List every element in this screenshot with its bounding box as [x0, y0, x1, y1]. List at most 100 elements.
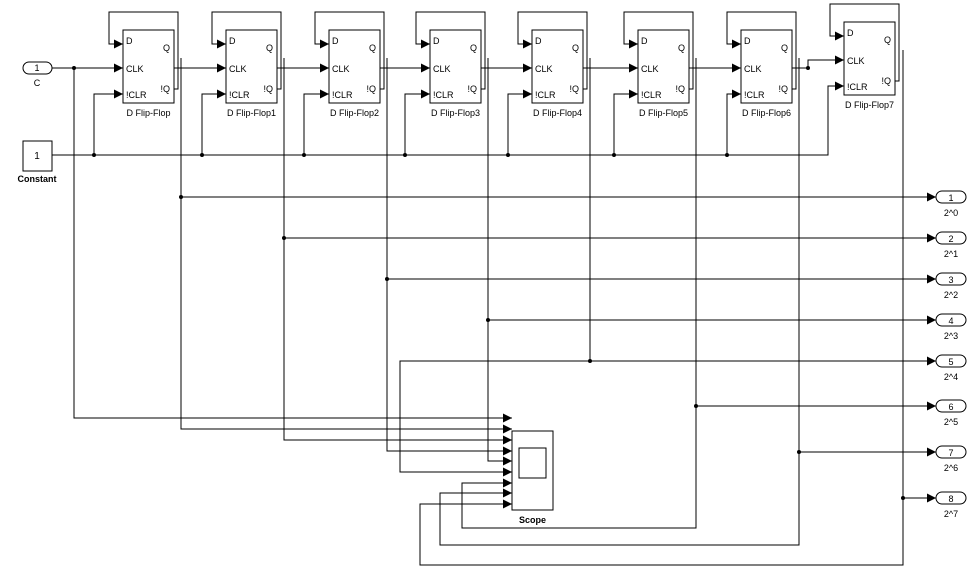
outport-name: 2^2 [944, 290, 958, 300]
branch-point [385, 277, 389, 281]
port-clk-label: CLK [229, 64, 247, 74]
signal-line [314, 11, 385, 90]
branch-points [72, 66, 905, 500]
signal-line [93, 89, 123, 155]
signal-line [439, 452, 800, 546]
signal-line [726, 89, 741, 155]
scope-screen [518, 447, 547, 479]
port-q-label: Q [781, 43, 788, 53]
port-q-label: Q [884, 35, 891, 45]
flip-flop-name: D Flip-Flop2 [330, 108, 379, 118]
branch-point [725, 153, 729, 157]
outport-block[interactable]: 3 2^2 [935, 272, 967, 300]
branch-point [179, 195, 183, 199]
signal-line [613, 89, 638, 155]
signal-line [52, 81, 844, 156]
signal-line [415, 11, 486, 90]
branch-point [588, 359, 592, 363]
outport-number: 7 [948, 448, 953, 458]
outport-block[interactable]: 52^4 [935, 354, 967, 382]
port-q-label: Q [266, 43, 273, 53]
outport-name: 2^1 [944, 249, 958, 259]
outport-block[interactable]: 12^0 [935, 190, 967, 218]
signal-line [180, 197, 512, 434]
branch-point [403, 153, 407, 157]
outport-block[interactable]: 2 2^1 [935, 231, 967, 259]
flip-flop-name: D Flip-Flop1 [227, 108, 276, 118]
signal-line [623, 11, 694, 90]
port-clr-label: !CLR [433, 90, 454, 100]
flip-flop-name: D Flip-Flop6 [742, 108, 791, 118]
scope-block[interactable]: Scope [511, 430, 554, 525]
signal-line [507, 89, 532, 155]
port-nq-label: !Q [675, 84, 685, 94]
port-nq-label: !Q [569, 84, 579, 94]
port-d-label: D [126, 36, 133, 46]
port-q-label: Q [369, 43, 376, 53]
flip-flop-body [122, 29, 175, 104]
outport-body [935, 354, 967, 368]
branch-point [92, 153, 96, 157]
outport-body [935, 231, 967, 245]
constant-value: 1 [34, 151, 40, 162]
outport-block[interactable]: 42^3 [935, 313, 967, 341]
inport-c[interactable]: 1C [22, 61, 53, 88]
port-q-label: Q [163, 43, 170, 53]
port-clk-label: CLK [332, 64, 350, 74]
constant-body [22, 140, 53, 172]
signal-line [303, 89, 329, 155]
port-clk-label: CLK [535, 64, 553, 74]
port-nq-label: !Q [160, 84, 170, 94]
branch-point [302, 153, 306, 157]
branch-point [901, 496, 905, 500]
scope-name: Scope [519, 515, 546, 525]
flip-flop-body [328, 29, 381, 104]
branch-point [612, 153, 616, 157]
flip-flop-name: D Flip-Flop4 [533, 108, 582, 118]
signal-line [386, 279, 512, 456]
flip-flop-name: D Flip-Flop5 [639, 108, 688, 118]
port-nq-label: !Q [778, 84, 788, 94]
outport-block[interactable]: 72^6 [935, 445, 967, 473]
signal-line [461, 406, 697, 529]
signal-line [404, 89, 430, 155]
flip-flop-body [843, 21, 896, 96]
outport-block[interactable]: 62^5 [935, 399, 967, 427]
outport-block[interactable]: 82^7 [935, 491, 967, 519]
port-nq-label: !Q [263, 84, 273, 94]
outport-number: 2 [948, 234, 953, 244]
branch-point [506, 153, 510, 157]
flip-flop-body [225, 29, 278, 104]
port-d-label: D [229, 36, 236, 46]
flip-flop-name: D Flip-Flop7 [845, 100, 894, 110]
port-clk-label: CLK [641, 64, 659, 74]
outport-name: 2^5 [944, 417, 958, 427]
signal-line [399, 360, 590, 477]
branch-point [806, 66, 810, 70]
outport-number: 8 [948, 494, 953, 504]
signal-line [419, 498, 904, 566]
flip-flop-body [740, 29, 793, 104]
outport-number: 3 [948, 275, 953, 285]
signal-line [108, 11, 179, 90]
port-q-label: Q [572, 43, 579, 53]
outport-body [935, 399, 967, 413]
flip-flop-block[interactable]: D CLK !CLR Q !Q D Flip-Flop1 [225, 29, 278, 118]
port-clr-label: !CLR [229, 90, 250, 100]
port-clr-label: !CLR [847, 82, 868, 92]
constant-name: Constant [18, 174, 57, 184]
signal-lines [52, 3, 936, 566]
branch-point [200, 153, 204, 157]
outport-name: 2^4 [944, 372, 958, 382]
signal-line [726, 11, 797, 90]
flip-flop-body [531, 29, 584, 104]
